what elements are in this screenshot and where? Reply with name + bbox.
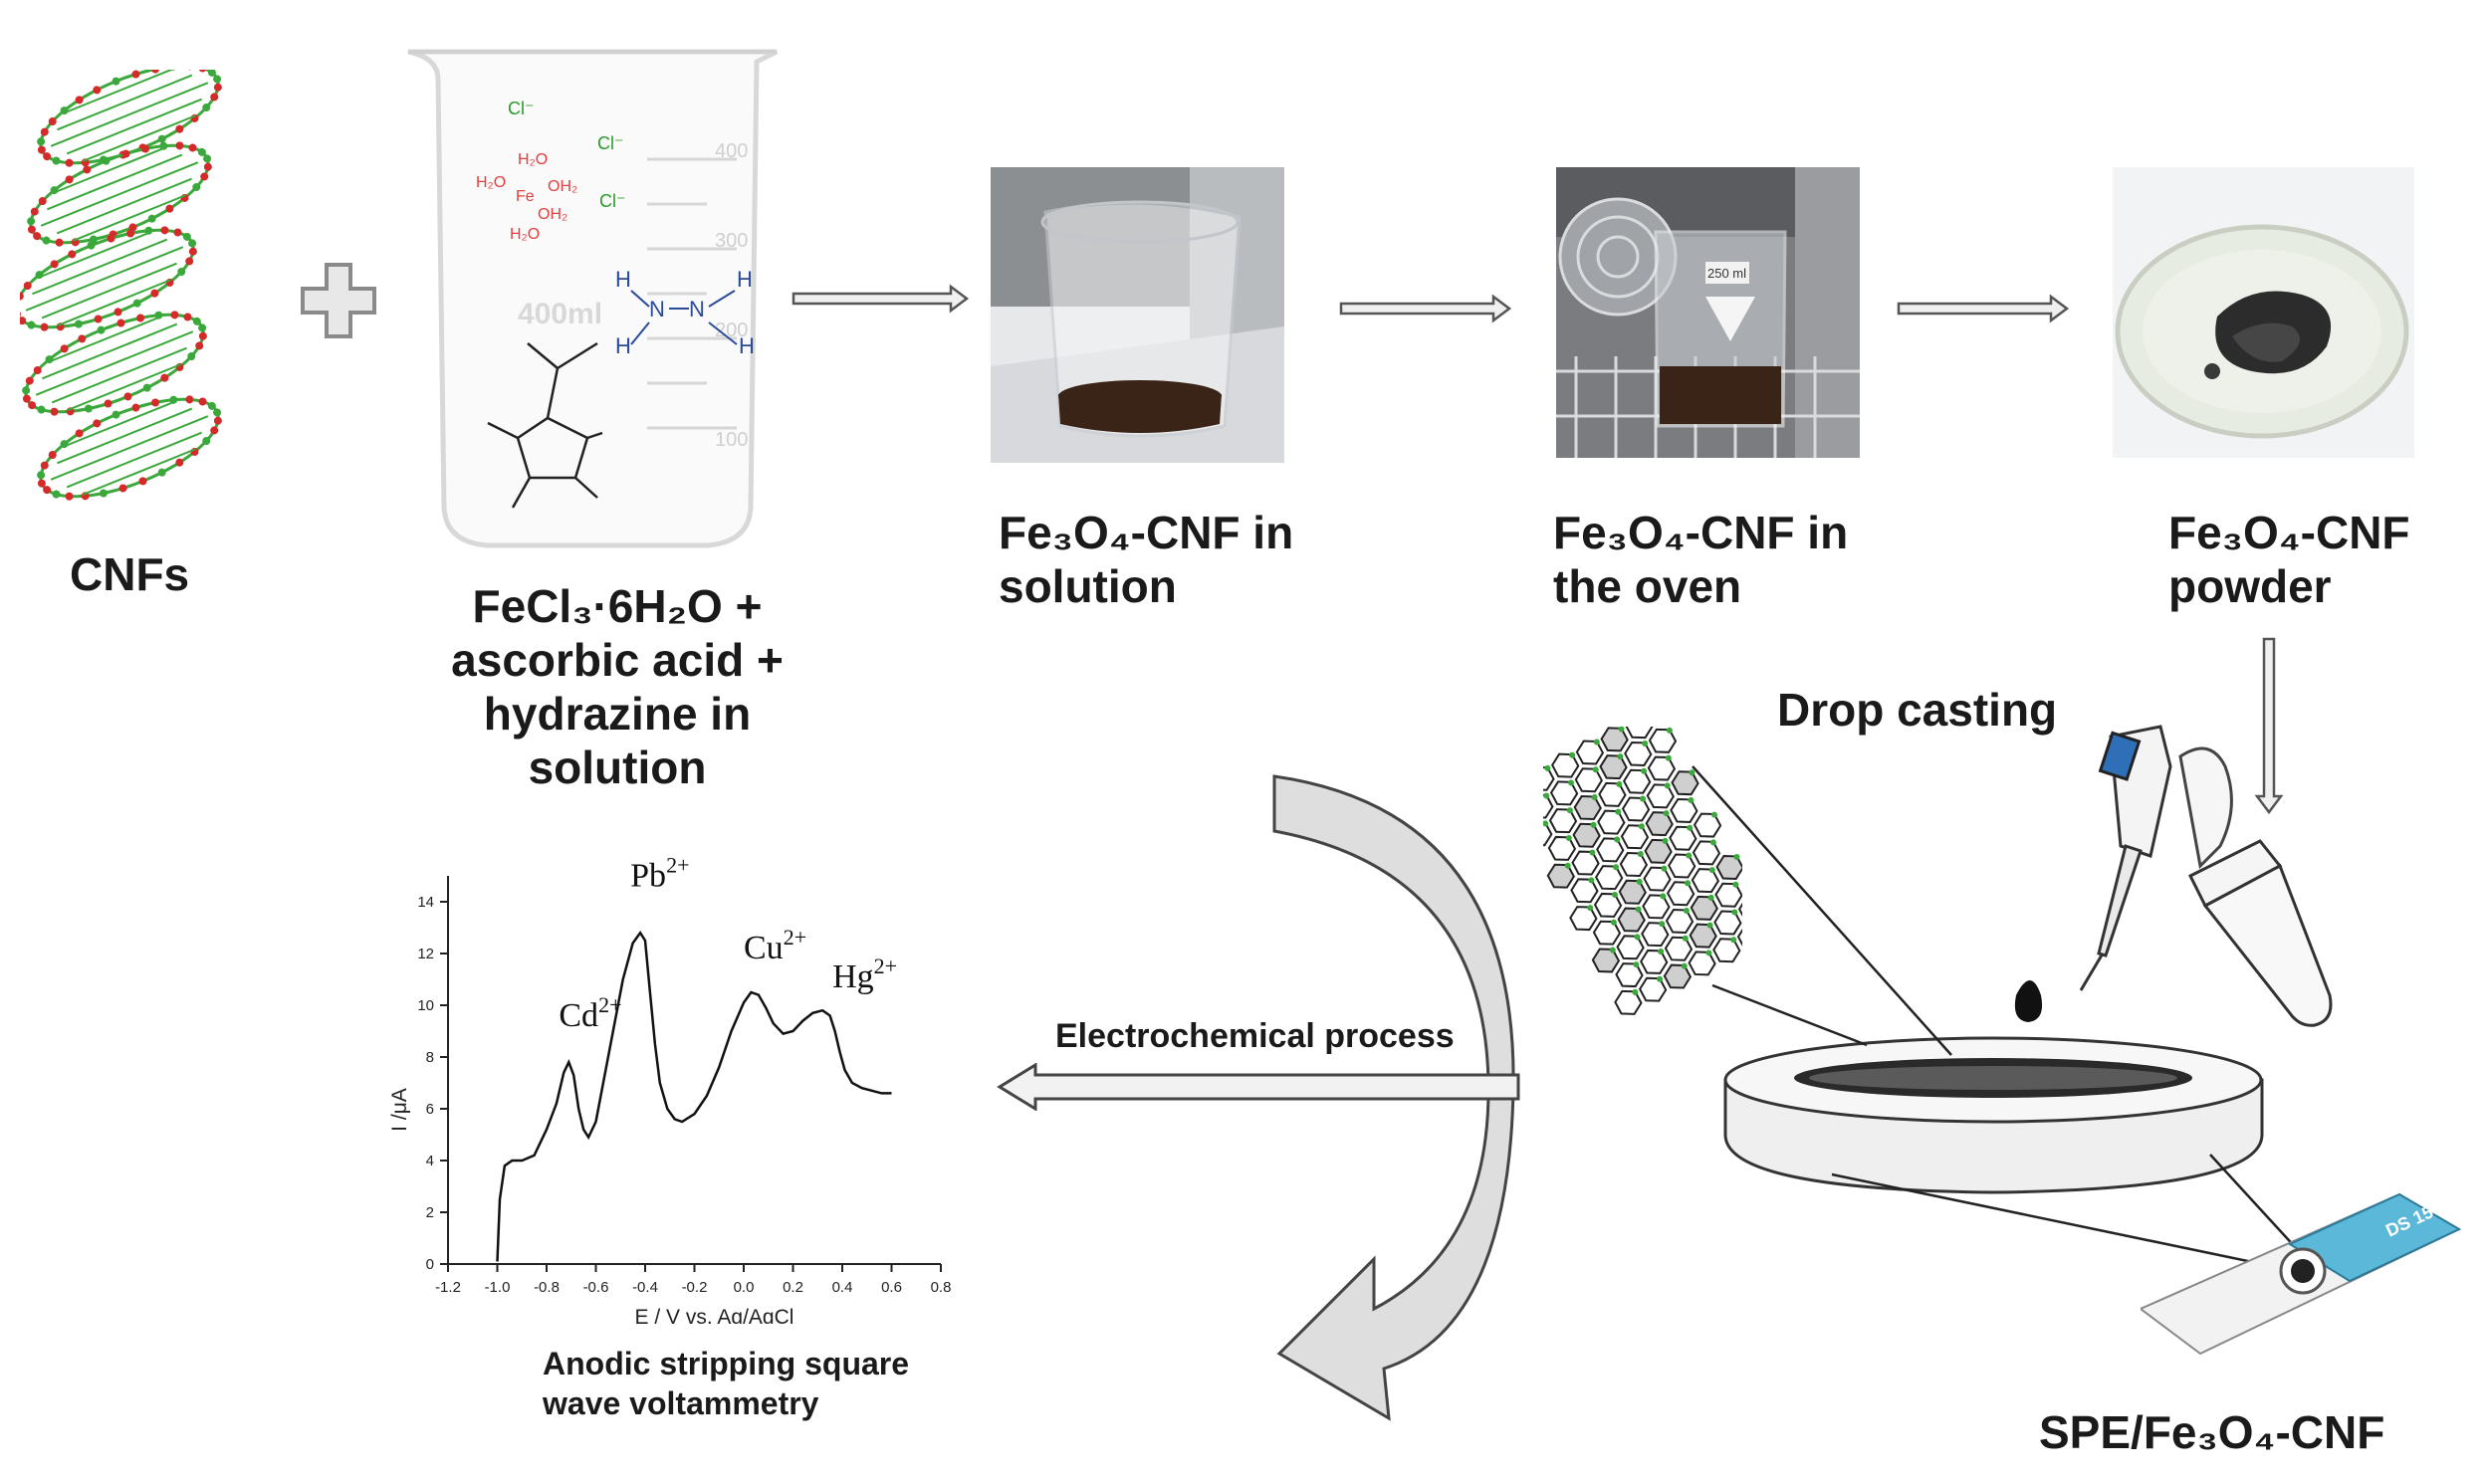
ligand-bottom: H₂O [510, 226, 540, 243]
technique-label: Anodic stripping square wave voltammetry [543, 1344, 909, 1423]
arrow-down [2254, 637, 2284, 815]
spe-strip: DS 150 [2141, 1192, 2462, 1356]
precursor-beaker: 400 300 200 100 400ml Cl⁻ Cl⁻ Cl⁻ H₂O H₂… [407, 49, 779, 548]
step3-label: Fe₃O₄-CNF powder [2168, 506, 2410, 613]
tick-200: 200 [715, 319, 748, 341]
y-tick-label: 12 [417, 946, 434, 962]
tick-400: 400 [715, 140, 748, 162]
curved-arrow [1272, 774, 1515, 1421]
fe-center: Fe [516, 188, 535, 205]
svg-text:H: H [615, 267, 631, 292]
step1-label: Fe₃O₄-CNF in solution [999, 506, 1293, 613]
electrochemical-label: Electrochemical process [1055, 1017, 1455, 1055]
precursor-label: FeCl₃·6H₂O + ascorbic acid + hydrazine i… [428, 579, 806, 794]
x-tick-label: 0.4 [832, 1279, 853, 1296]
ligand-left: H₂O [476, 174, 506, 191]
x-tick-label: 0.2 [783, 1279, 803, 1296]
svg-text:N: N [649, 297, 665, 321]
voltammogram-line [496, 930, 892, 1262]
cnf-stack-illustration [20, 70, 222, 501]
x-tick-label: -0.4 [632, 1279, 658, 1296]
step2-line-2: the oven [1553, 560, 1742, 612]
peak-label: Pb2+ [630, 852, 689, 894]
x-tick-label: -0.8 [534, 1279, 560, 1296]
peak-label: Hg2+ [832, 954, 897, 995]
svg-text:N: N [689, 297, 705, 321]
y-tick-label: 0 [426, 1256, 434, 1273]
cnf-layer [22, 311, 207, 416]
cl-ion-2: Cl⁻ [597, 133, 624, 153]
svg-text:H: H [615, 333, 631, 358]
pipette-icon [2014, 725, 2233, 1022]
precursor-line-2: ascorbic acid + [451, 634, 784, 686]
technique-line-2: wave voltammetry [543, 1385, 819, 1421]
svg-text:H: H [737, 267, 753, 292]
oven-beaker-label: 250 ml [1707, 266, 1746, 281]
x-tick-label: 0.8 [931, 1279, 952, 1296]
graphene-sheet-illustration [1543, 727, 1742, 1015]
ligand-right: OH₂ [538, 206, 567, 223]
precursor-line-3: hydrazine in [483, 688, 752, 740]
electrode-label: SPE/Fe₃O₄-CNF [2039, 1406, 2385, 1458]
y-axis-label: I /μA [388, 1088, 411, 1132]
step1-line-2: solution [999, 560, 1177, 612]
arrow-right-2 [1339, 294, 1512, 323]
y-tick-label: 14 [417, 894, 434, 911]
peak-label: Cu2+ [744, 925, 806, 966]
step2-line-1: Fe₃O₄-CNF in [1553, 507, 1849, 558]
cl-ion-1: Cl⁻ [508, 99, 535, 118]
y-tick-label: 2 [426, 1204, 434, 1221]
ascorbic-acid-structure [487, 341, 603, 509]
svg-text:H: H [739, 333, 755, 358]
arrow-left [997, 1063, 1520, 1111]
drop-casting-label: Drop casting [1777, 684, 2058, 736]
precursor-line-4: solution [528, 742, 707, 793]
arrow-right-1 [792, 284, 970, 314]
y-tick-label: 6 [426, 1101, 434, 1118]
oven-photo: 250 ml [1556, 167, 1860, 458]
tick-300: 300 [715, 230, 748, 252]
peak-label: Cd2+ [559, 992, 621, 1034]
beaker-volume: 400ml [518, 298, 602, 330]
x-axis-label: E / V vs. Ag/AgCl [635, 1306, 794, 1324]
tube-icon [2187, 839, 2333, 1027]
cl-ion-3: Cl⁻ [599, 191, 626, 211]
x-tick-label: 0.0 [734, 1279, 755, 1296]
x-tick-label: -0.2 [682, 1279, 708, 1296]
x-tick-label: -1.0 [485, 1279, 511, 1296]
electrode-disk [1723, 1036, 2264, 1194]
powder-dish-photo [2113, 167, 2414, 458]
step3-line-1: Fe₃O₄-CNF [2168, 507, 2410, 558]
cnf-layer [27, 141, 212, 247]
voltammogram-chart: -1.2 -1.0 -0.8 -0.6 -0.4 -0.2 0.0 0.2 0.4 0.6 0.8 0… [388, 852, 952, 1324]
plus-icon [301, 263, 376, 338]
step1-line-1: Fe₃O₄-CNF in [999, 507, 1294, 558]
ligand-upper-right: OH₂ [548, 178, 577, 195]
cnf-layer [20, 226, 197, 331]
x-tick-label: -1.2 [435, 1279, 461, 1296]
x-tick-label: -0.6 [583, 1279, 609, 1296]
step2-label: Fe₃O₄-CNF in the oven [1553, 506, 1848, 613]
cnf-layer [37, 70, 222, 167]
ligand-top: H₂O [518, 151, 548, 168]
precursor-line-1: FeCl₃·6H₂O + [472, 580, 763, 632]
cnf-layer [37, 395, 222, 501]
y-tick-label: 4 [426, 1153, 434, 1169]
y-tick-label: 8 [426, 1049, 434, 1066]
y-tick-label: 10 [417, 997, 434, 1014]
cnfs-label: CNFs [70, 548, 190, 600]
tick-100: 100 [715, 429, 748, 451]
solution-beaker-photo [991, 167, 1284, 463]
arrow-right-3 [1897, 294, 2070, 323]
technique-line-1: Anodic stripping square [543, 1346, 910, 1381]
step3-line-2: powder [2168, 560, 2332, 612]
x-tick-label: 0.6 [881, 1279, 902, 1296]
graphene-lattice [1543, 727, 1742, 1015]
